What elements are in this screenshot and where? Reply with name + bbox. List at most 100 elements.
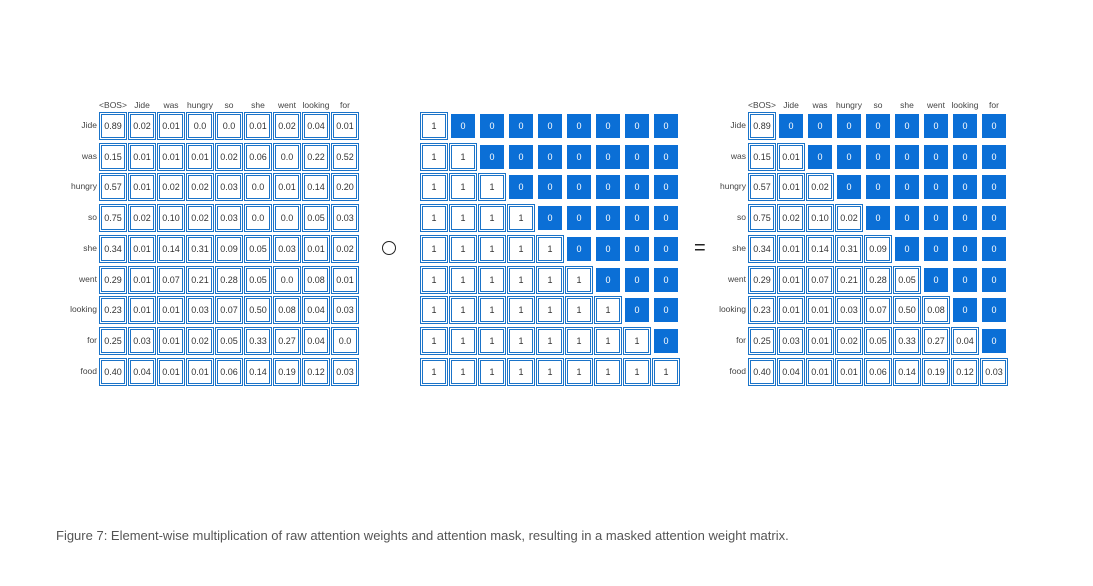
- matrix-cell: 0.09: [215, 234, 243, 263]
- masked-cell: 0: [895, 114, 919, 138]
- masked-cell: 0: [953, 206, 977, 231]
- matrix-cell: 1: [449, 357, 477, 386]
- row-label: looking: [719, 304, 746, 315]
- matrix-cell: 0.03: [215, 204, 243, 233]
- masked-cell: 0: [982, 144, 1006, 169]
- masked-cell: 0: [596, 144, 620, 169]
- matrix-cell: 1: [507, 234, 535, 263]
- row-label: food: [729, 365, 746, 376]
- matrix-cell: 0.07: [806, 265, 834, 294]
- masked-cell: 0: [866, 114, 890, 138]
- matrix-cell: 0.01: [777, 234, 805, 263]
- matrix-cell: 1: [420, 357, 448, 386]
- matrix-cell: 1: [594, 357, 622, 386]
- matrix-cell: 0.02: [273, 112, 301, 140]
- masked-cell: 0: [953, 267, 977, 292]
- matrix-cell: 0.14: [302, 173, 330, 202]
- matrix-cell: 1: [420, 326, 448, 355]
- masked-cell: 0: [538, 114, 562, 138]
- matrix-cell: 0.02: [128, 112, 156, 140]
- row-label: was: [730, 150, 746, 161]
- matrix-cell: 0.01: [777, 296, 805, 325]
- matrix-cell: 0.03: [273, 234, 301, 263]
- matrix-cell: 0.34: [748, 234, 776, 263]
- figure-caption: Figure 7: Element-wise multiplication of…: [56, 528, 789, 543]
- matrix-cell: 0.07: [864, 296, 892, 325]
- matrix-cell: 0.01: [331, 265, 359, 294]
- masked-cell: 0: [480, 114, 504, 138]
- matrix-cell: 0.03: [331, 296, 359, 325]
- matrix-cell: 0.89: [99, 112, 127, 140]
- matrix-cell: 0.14: [244, 357, 272, 386]
- masked-cell: 0: [596, 175, 620, 200]
- matrix-cell: 1: [420, 204, 448, 233]
- matrix-cell: 0.27: [922, 326, 950, 355]
- masked-cell: 0: [808, 114, 832, 138]
- equals-sign: =: [694, 237, 706, 259]
- matrix-cell: 1: [507, 357, 535, 386]
- matrix-cell: 0.20: [331, 173, 359, 202]
- matrix-cell: 0.02: [186, 204, 214, 233]
- masked-cell: 0: [509, 114, 533, 138]
- matrix-cell: 1: [478, 296, 506, 325]
- matrix-cell: 0.19: [922, 357, 950, 386]
- matrix-cell: 1: [594, 326, 622, 355]
- matrix-cell: 0.01: [128, 265, 156, 294]
- row-label: hungry: [71, 181, 97, 192]
- row-label: food: [80, 365, 97, 376]
- row-label: went: [79, 273, 97, 284]
- matrix-cell: 0.34: [99, 234, 127, 263]
- matrix-cell: 0.01: [273, 173, 301, 202]
- row-label: for: [87, 334, 97, 345]
- matrix-cell: 0.21: [186, 265, 214, 294]
- matrix-cell: 0.01: [777, 265, 805, 294]
- matrix-cell: 1: [449, 142, 477, 171]
- column-label: went: [927, 100, 945, 110]
- masked-cell: 0: [866, 144, 890, 169]
- matrix-cell: 0.10: [806, 204, 834, 233]
- matrix-cell: 0.15: [748, 142, 776, 171]
- matrix-cell: 0.01: [835, 357, 863, 386]
- matrix-cell: 0.08: [273, 296, 301, 325]
- masked-cell: 0: [808, 144, 832, 169]
- matrix-cell: 0.25: [748, 326, 776, 355]
- masked-cell: 0: [567, 144, 591, 169]
- masked-cell: 0: [924, 114, 948, 138]
- matrix-cell: 1: [565, 296, 593, 325]
- masked-cell: 0: [567, 236, 591, 261]
- masked-cell: 0: [538, 144, 562, 169]
- column-label: she: [900, 100, 914, 110]
- matrix-cell: 0.01: [128, 173, 156, 202]
- matrix-cell: 0.14: [806, 234, 834, 263]
- matrix-cell: 1: [536, 326, 564, 355]
- masked-cell: 0: [625, 206, 649, 231]
- masked-cell: 0: [654, 267, 678, 292]
- matrix-cell: 0.57: [748, 173, 776, 202]
- row-label: she: [83, 242, 97, 253]
- masked-cell: 0: [625, 236, 649, 261]
- matrix-cell: 1: [536, 296, 564, 325]
- matrix-cell: 0.01: [128, 296, 156, 325]
- matrix-cell: 0.03: [128, 326, 156, 355]
- masked-cell: 0: [538, 206, 562, 231]
- matrix-cell: 0.75: [748, 204, 776, 233]
- matrix-cell: 0.09: [864, 234, 892, 263]
- matrix-cell: 0.0: [273, 142, 301, 171]
- masked-cell: 0: [654, 175, 678, 200]
- masked-cell: 0: [451, 114, 475, 138]
- matrix-cell: 1: [478, 265, 506, 294]
- column-label: so: [873, 100, 883, 110]
- matrix-cell: 1: [449, 326, 477, 355]
- masked-cell: 0: [654, 298, 678, 323]
- masked-cell: 0: [596, 267, 620, 292]
- matrix-cell: 1: [420, 112, 448, 140]
- column-label: was: [163, 100, 179, 110]
- matrix-cell: 0.01: [157, 112, 185, 140]
- column-label: looking: [951, 100, 979, 110]
- matrix-cell: 0.01: [331, 112, 359, 140]
- matrix-cell: 0.12: [302, 357, 330, 386]
- matrix-cell: 0.01: [157, 142, 185, 171]
- matrix-cell: 0.21: [835, 265, 863, 294]
- matrix-cell: 1: [594, 296, 622, 325]
- matrix-cell: 0.08: [302, 265, 330, 294]
